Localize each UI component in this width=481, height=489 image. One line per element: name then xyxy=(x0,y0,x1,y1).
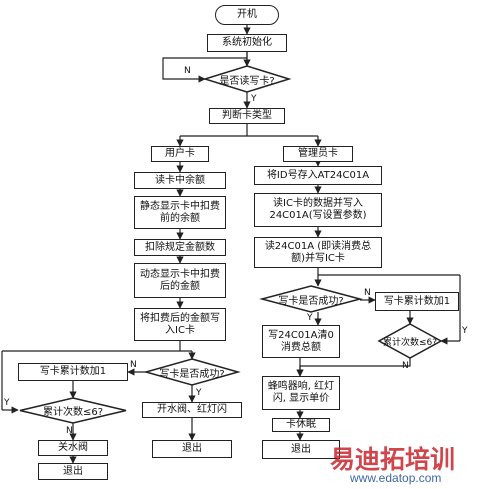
edge-label-no: N xyxy=(184,66,191,76)
count-le6-right-label: 累计次数≤6? xyxy=(382,337,438,348)
card-end-node: 卡休眠 xyxy=(272,418,330,432)
exit-left-node: 退出 xyxy=(38,463,108,480)
start-node: 开机 xyxy=(215,5,279,25)
static-show-node: 静态显示卡中扣费前的余额 xyxy=(134,196,226,229)
read-card-decision: 是否读写卡? xyxy=(202,65,292,93)
close-valve-node: 关水阀 xyxy=(38,440,108,456)
edge-label-no: N xyxy=(364,288,371,298)
watermark-url: www.edatop.com xyxy=(350,471,442,485)
count-le6-left-decision: 累计次数≤6? xyxy=(19,397,127,424)
deduct-node: 扣除规定金额数 xyxy=(134,239,226,256)
buzzer-node: 蜂鸣器响, 红灯闪, 显示单价 xyxy=(262,376,340,410)
init-node: 系统初始化 xyxy=(207,34,287,52)
read-balance-node: 读卡中余额 xyxy=(134,172,226,189)
edge-label-yes: Y xyxy=(462,326,468,336)
edge-label-yes: Y xyxy=(196,388,202,398)
count-le6-left-label: 累计次数≤6? xyxy=(42,407,104,418)
write-ok-right-label: 写卡是否成功? xyxy=(278,295,344,307)
judge-type-node: 判断卡类型 xyxy=(209,108,285,124)
exit-right-node: 退出 xyxy=(262,440,340,459)
user-card-node: 用户卡 xyxy=(151,146,209,162)
edge-label-no: N xyxy=(66,426,73,436)
edge-label-yes: Y xyxy=(307,313,313,323)
dynamic-show-node: 动态显示卡中扣费后的金额 xyxy=(134,263,226,298)
write-back-node: 将扣费后的金额写入IC卡 xyxy=(134,308,226,341)
exit-mid-node: 退出 xyxy=(152,440,232,458)
admin-card-node: 管理员卡 xyxy=(283,146,353,162)
open-valve-node: 开水阀、红灯闪 xyxy=(142,402,242,418)
edge-label-yes: Y xyxy=(251,94,257,104)
write-ok-left-decision: 写卡是否成功? xyxy=(143,358,241,386)
read-ic-write-node: 读IC卡的数据并写入24C01A(写设置参数) xyxy=(254,193,382,227)
write-ok-right-decision: 写卡是否成功? xyxy=(259,285,363,313)
read-card-label: 是否读写卡? xyxy=(219,75,275,87)
store-id-node: 将ID号存入AT24C01A xyxy=(254,166,382,185)
read-24c-node: 读24C01A (即读消费总额)并写IC卡 xyxy=(254,237,382,268)
clear-total-node: 写24C01A清0消费总额 xyxy=(262,325,340,358)
add-count-left-node: 写卡累计数加1 xyxy=(18,363,128,381)
count-le6-right-decision: 累计次数≤6? xyxy=(377,323,443,359)
add-count-right-node: 写卡累计数加1 xyxy=(375,292,459,311)
edge-label-no: N xyxy=(130,360,137,370)
edge-label-no: N xyxy=(402,361,409,371)
write-ok-left-label: 写卡是否成功? xyxy=(159,368,225,380)
edge-label-yes: Y xyxy=(4,398,10,408)
watermark-logo: 易迪拓培训 xyxy=(330,446,456,474)
